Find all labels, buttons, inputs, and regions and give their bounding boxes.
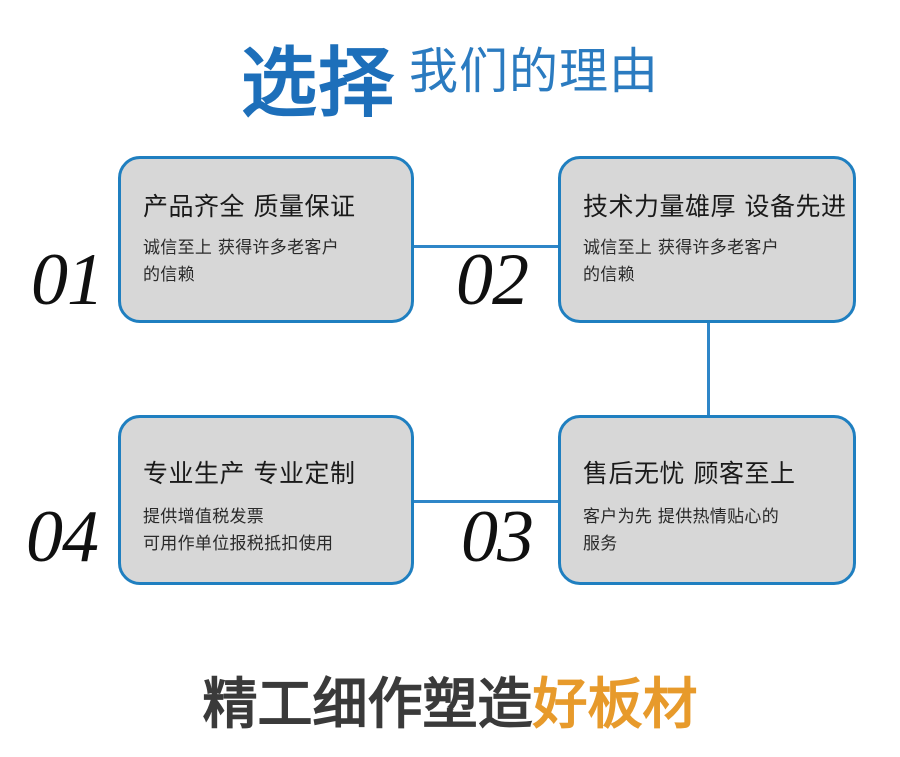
reason-card-04[interactable]: 专业生产 专业定制 提供增值税发票 可用作单位报税抵扣使用	[118, 415, 414, 585]
reason-card-04-body-line2: 可用作单位报税抵扣使用	[143, 534, 334, 554]
reason-card-01-body-line2: 的信赖	[143, 265, 195, 285]
reason-card-04-body: 提供增值税发票 可用作单位报税抵扣使用	[143, 504, 397, 558]
connector-04-to-03	[414, 500, 558, 503]
page-title-light: 我们的理由	[408, 43, 659, 100]
reason-card-02[interactable]: 技术力量雄厚 设备先进 诚信至上 获得许多老客户 的信赖	[558, 156, 856, 323]
reason-index-02: 02	[456, 239, 529, 321]
reason-card-03-body: 客户为先 提供热情贴心的 服务	[583, 504, 839, 558]
page-title-strong: 选择	[240, 38, 395, 128]
footer-slogan: 精工细作塑造好板材	[0, 668, 900, 740]
reason-card-04-body-line1: 提供增值税发票	[143, 507, 265, 527]
reason-card-02-heading: 技术力量雄厚 设备先进	[583, 192, 847, 221]
reason-index-03: 03	[461, 496, 534, 578]
reason-index-01: 01	[31, 239, 104, 321]
reason-card-01-body-line1: 诚信至上 获得许多老客户	[143, 238, 340, 258]
reason-card-02-body-line2: 的信赖	[583, 265, 635, 285]
reason-card-03-body-line2: 服务	[583, 534, 618, 554]
connector-01-to-02	[414, 245, 558, 248]
connector-02-to-03	[707, 323, 710, 417]
reason-card-02-body: 诚信至上 获得许多老客户 的信赖	[583, 235, 839, 289]
page-title: 选择我们的理由	[0, 22, 900, 128]
reason-card-01-body: 诚信至上 获得许多老客户 的信赖	[143, 235, 397, 289]
reason-card-03-body-line1: 客户为先 提供热情贴心的	[583, 507, 780, 527]
reason-card-01-heading: 产品齐全 质量保证	[143, 192, 356, 221]
reason-card-04-heading: 专业生产 专业定制	[143, 459, 356, 488]
reason-card-01[interactable]: 产品齐全 质量保证 诚信至上 获得许多老客户 的信赖	[118, 156, 414, 323]
reason-card-02-body-line1: 诚信至上 获得许多老客户	[583, 238, 780, 258]
reason-index-04: 04	[26, 496, 99, 578]
footer-slogan-accent: 好板材	[532, 672, 698, 736]
reason-card-03[interactable]: 售后无忧 顾客至上 客户为先 提供热情贴心的 服务	[558, 415, 856, 585]
reason-card-03-heading: 售后无忧 顾客至上	[583, 459, 796, 488]
footer-slogan-dark: 精工细作塑造	[202, 672, 533, 736]
